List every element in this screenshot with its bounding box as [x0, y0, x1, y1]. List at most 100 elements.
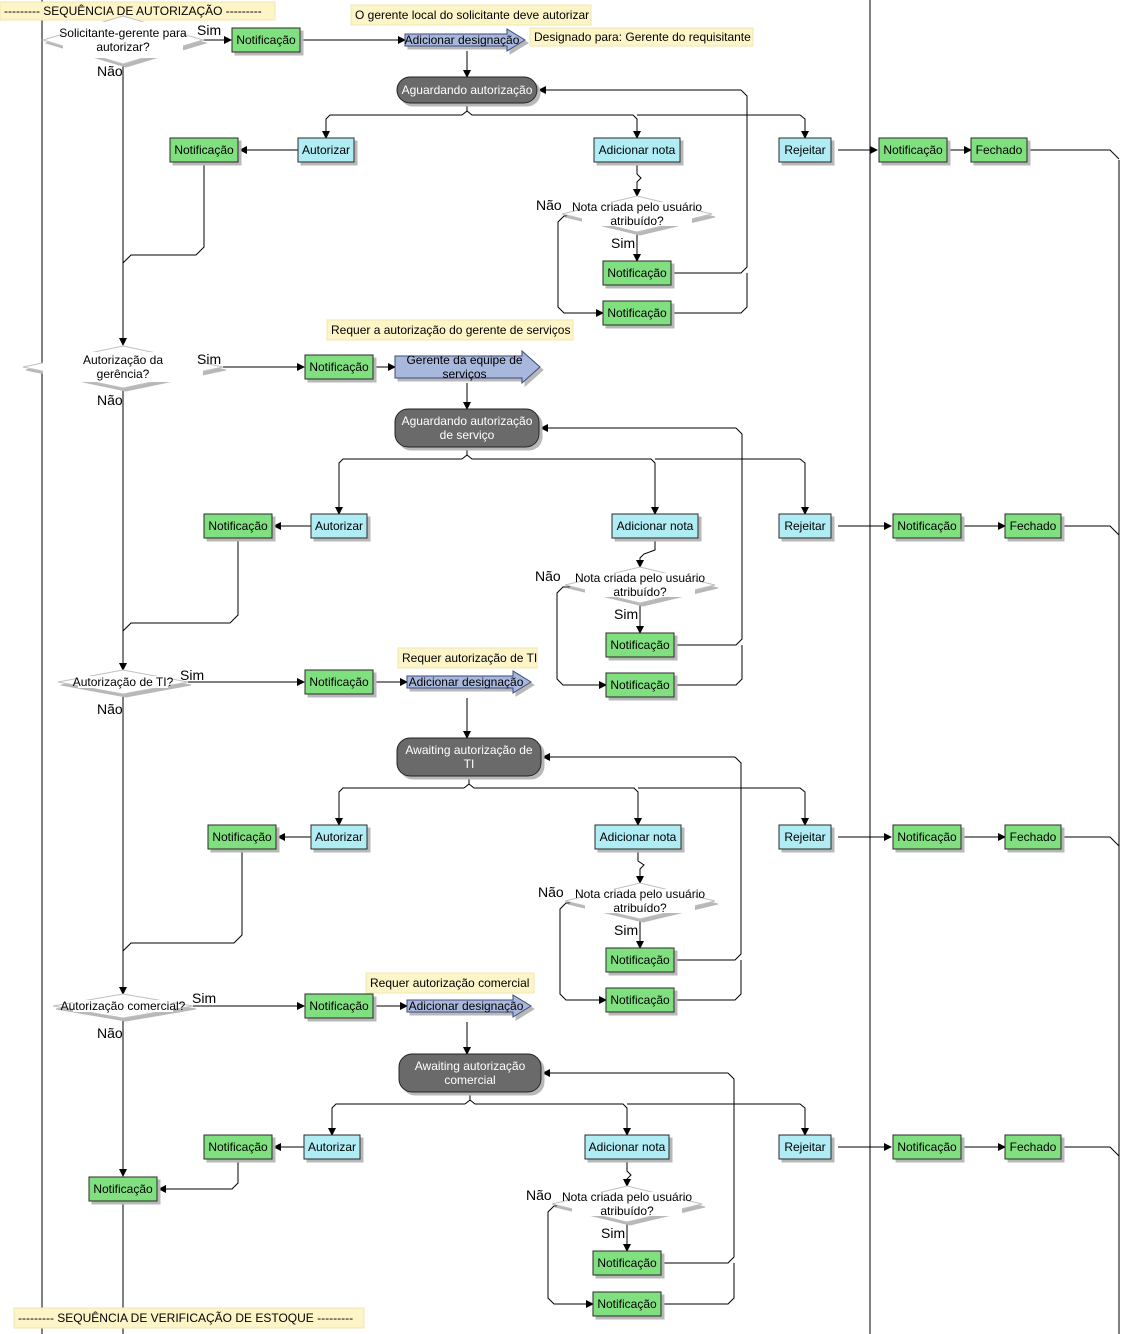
stage2-waiting-state-label: Aguardando autorização	[402, 414, 533, 428]
stage3-notification[interactable]: Notificação	[304, 669, 374, 695]
stage4-no-label: Não	[97, 1025, 123, 1041]
stage3-authorized-notification[interactable]: Notificação	[207, 824, 277, 850]
stage4-reject-notification[interactable]: Notificação	[892, 1134, 962, 1160]
stage4-addnote-to-q-line	[623, 1159, 632, 1187]
stage3-authorize-button[interactable]: Autorizar	[310, 824, 368, 850]
stage4-add-note-button-label: Adicionar nota	[589, 1140, 666, 1154]
stage1-assigned-note-text: Designado para: Gerente do requisitante	[534, 30, 751, 44]
stage2-add-note-button[interactable]: Adicionar nota	[611, 513, 699, 539]
stage4-add-assignment[interactable]: Adicionar designação	[406, 994, 532, 1018]
stage1-waiting-state[interactable]: Aguardando autorização	[396, 76, 538, 104]
stage4-waiting-state-label: comercial	[444, 1073, 495, 1087]
stage3-reject-notification-label: Notificação	[897, 830, 957, 844]
stage2-note-notification-1[interactable]: Notificação	[605, 632, 675, 658]
stage3-reject-notification[interactable]: Notificação	[892, 824, 962, 850]
stage1-assigned-note-bg	[529, 27, 754, 47]
stage1-note-question-mask	[582, 202, 692, 226]
stage2-decision-mask	[43, 352, 203, 382]
stage1-requirement-note: O gerente local do solicitante deve auto…	[350, 4, 592, 26]
stage1-authorize-button[interactable]: Autorizar	[297, 137, 355, 163]
stage4-note-notification-1-label: Notificação	[597, 1256, 657, 1270]
stage1-reject-button-shape	[778, 137, 832, 163]
stage4-reject-button[interactable]: Rejeitar	[778, 1134, 832, 1160]
stage4-add-note-button[interactable]: Adicionar nota	[584, 1134, 670, 1160]
stage3-add-assignment[interactable]: Adicionar designação	[406, 670, 532, 694]
stage1-add-assignment[interactable]: Adicionar designação	[404, 28, 526, 52]
stage2-add-assignment-label: serviços	[442, 367, 486, 381]
stage2-to-authorize-line	[335, 458, 462, 515]
stage3-authorized-notification-shape	[207, 824, 277, 850]
stage1-decision-label: autorizar?	[96, 40, 150, 54]
stage1-note-notification-1-shape	[602, 260, 672, 286]
stage3-add-note-button[interactable]: Adicionar nota	[594, 824, 682, 850]
stage3-decision-label: Autorização de TI?	[73, 675, 174, 689]
stage3-note-question-label: atribuído?	[613, 901, 667, 915]
stage4-closed-state-shape	[1004, 1134, 1062, 1160]
stage3-note-notification-1-label: Notificação	[610, 953, 670, 967]
stage3-to-addnote-line	[468, 783, 642, 826]
stage3-closed-state[interactable]: Fechado	[1004, 824, 1062, 850]
stage2-note-notification-2-label: Notificação	[610, 678, 670, 692]
stage1-add-assignment-label: Adicionar designação	[405, 33, 520, 47]
stage4-notification[interactable]: Notificação	[304, 993, 374, 1019]
stage1-closed-state[interactable]: Fechado	[970, 137, 1028, 163]
stage2-branch-stem	[461, 447, 468, 460]
stage4-decision: Autorização comercial?	[52, 993, 194, 1019]
stage4-requirement-note: Requer autorização comercial	[365, 972, 535, 994]
stage4-reject-notification-shape	[892, 1134, 962, 1160]
stage4-requirement-note-bg	[365, 972, 535, 994]
stage1-notification[interactable]: Notificação	[231, 27, 301, 53]
stage4-note-no-label: Não	[526, 1187, 552, 1203]
stage4-authorize-button-label: Autorizar	[308, 1140, 356, 1154]
stage4-authorize-button[interactable]: Autorizar	[303, 1134, 361, 1160]
stage4-note-question-label: Nota criada pelo usuário	[562, 1190, 692, 1204]
stage1-authorized-notification[interactable]: Notificação	[169, 137, 239, 163]
final-notification-shape	[88, 1176, 158, 1202]
stage1-note-notification-2[interactable]: Notificação	[602, 300, 672, 326]
stage4-note-notification-1[interactable]: Notificação	[592, 1250, 662, 1276]
stage1-authorized-notification-label: Notificação	[174, 143, 234, 157]
stage3-auth-jog	[122, 849, 243, 952]
stage2-reject-button[interactable]: Rejeitar	[778, 513, 832, 539]
stage2-authorize-button[interactable]: Autorizar	[310, 513, 368, 539]
stage4-closed-state[interactable]: Fechado	[1004, 1134, 1062, 1160]
stage4-reject-button-shape	[778, 1134, 832, 1160]
stage2-authorize-button-shape	[310, 513, 368, 539]
stage1-waiting-state-shape	[396, 76, 538, 104]
final-notification[interactable]: Notificação	[88, 1176, 158, 1202]
stage2-notification[interactable]: Notificação	[304, 354, 374, 380]
stage2-add-note-button-label: Adicionar nota	[617, 519, 694, 533]
stage1-reject-button[interactable]: Rejeitar	[778, 137, 832, 163]
stage4-authorized-notification-label: Notificação	[208, 1140, 268, 1154]
stage3-note-notification-1-shape	[605, 947, 675, 973]
stage1-note-yes-label: Sim	[611, 235, 635, 251]
stage4-to-authorize-line	[328, 1103, 465, 1136]
stage3-note-notification-1[interactable]: Notificação	[605, 947, 675, 973]
stage3-note-notification-2[interactable]: Notificação	[605, 987, 675, 1013]
stage2-authorized-notification-shape	[203, 513, 273, 539]
stage2-notification-label: Notificação	[309, 360, 369, 374]
stage4-authorized-notification[interactable]: Notificação	[203, 1134, 273, 1160]
stage1-note-notification-1[interactable]: Notificação	[602, 260, 672, 286]
stage3-reject-button[interactable]: Rejeitar	[778, 824, 832, 850]
stage4-note-notification-2[interactable]: Notificação	[592, 1291, 662, 1317]
stage1-add-note-button[interactable]: Adicionar nota	[593, 137, 681, 163]
stage1-reject-button-label: Rejeitar	[784, 143, 825, 157]
stage2-to-addnote-line	[466, 454, 659, 515]
stage2-note-notification-2[interactable]: Notificação	[605, 672, 675, 698]
stage2-auth-jog	[122, 538, 239, 632]
stage2-authorize-button-label: Autorizar	[315, 519, 363, 533]
stage2-authorized-notification[interactable]: Notificação	[203, 513, 273, 539]
stage2-notification-shape	[304, 354, 374, 380]
stage3-to-reject-line	[638, 787, 809, 826]
stage1-reject-notification[interactable]: Notificação	[878, 137, 948, 163]
stage2-closed-state[interactable]: Fechado	[1004, 513, 1062, 539]
stage2-reject-notification[interactable]: Notificação	[892, 513, 962, 539]
